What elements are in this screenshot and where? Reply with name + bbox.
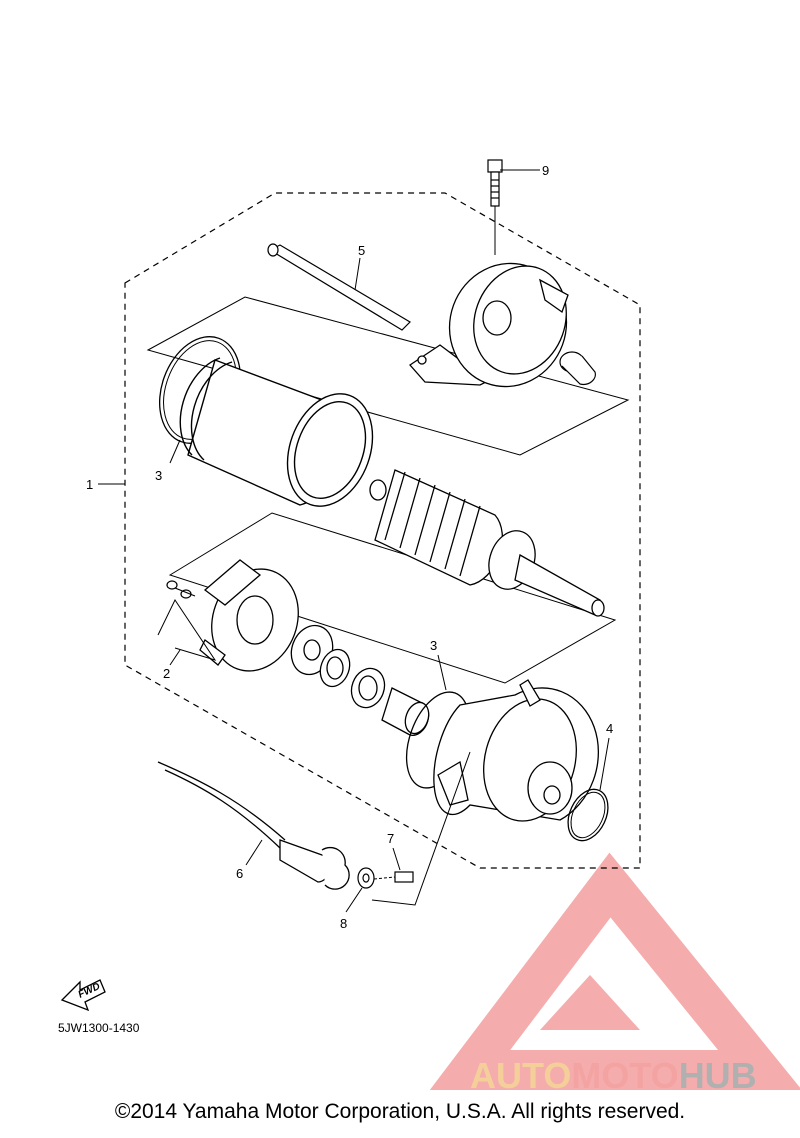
label-part-1: 1: [86, 477, 93, 492]
label-part-7: 7: [387, 831, 394, 846]
rear-cover: [409, 262, 569, 388]
leader-lines: [98, 169, 610, 913]
fwd-arrow-icon: FWD: [60, 979, 106, 1012]
cable-part-6: [157, 761, 350, 890]
label-part-3-lower: 3: [430, 638, 437, 653]
copyright-notice: ©2014 Yamaha Motor Corporation, U.S.A. A…: [114, 1100, 686, 1123]
label-part-3-upper: 3: [155, 468, 162, 483]
watermark-logo: [429, 852, 800, 1090]
brand-moto: MOTO: [571, 1055, 678, 1096]
label-part-5: 5: [358, 243, 365, 258]
brush-holder: [199, 559, 299, 672]
bushing: [559, 351, 596, 385]
armature: [369, 469, 605, 617]
label-part-8: 8: [340, 916, 347, 931]
lower-panel: [168, 512, 617, 684]
label-part-6: 6: [236, 866, 243, 881]
watermark-brand: AUTOMOTOHUB: [470, 1055, 757, 1096]
brand-hub: HUB: [679, 1055, 757, 1096]
screws-part-2: [166, 580, 196, 599]
front-cover: [433, 679, 600, 822]
bolt-part-9: [487, 159, 503, 207]
assembly-boundary: [124, 192, 641, 869]
o-ring-part-4: [567, 788, 609, 842]
washers: [290, 624, 430, 736]
yoke-housing: [179, 357, 374, 507]
diagram-code: 5JW1300-1430: [58, 1021, 140, 1035]
label-part-9: 9: [542, 163, 549, 178]
label-part-2: 2: [163, 666, 170, 681]
brand-auto: AUTO: [470, 1055, 571, 1096]
label-part-4: 4: [606, 721, 613, 736]
nut-part-8: [357, 867, 375, 889]
bolt-part-7: [394, 871, 414, 883]
upper-panel: [146, 296, 630, 456]
through-bolt-part-5: [267, 243, 411, 331]
